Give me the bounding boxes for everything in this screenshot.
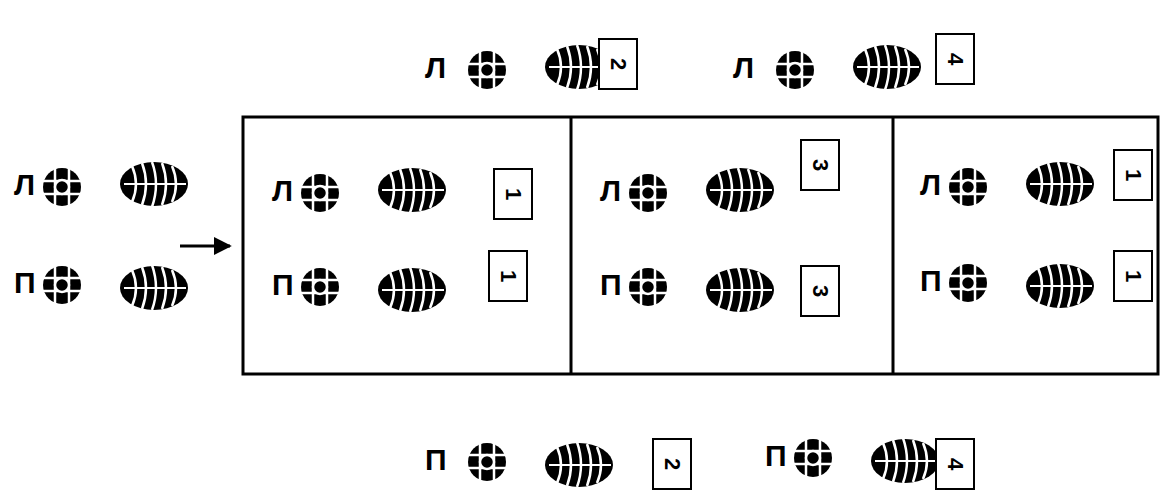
foot-letter: Л [600,176,621,206]
right-footprint [301,267,446,312]
grid-divider [570,117,573,374]
foot-letter: Л [425,53,446,83]
step-number: 1 [1122,169,1144,181]
step-number: 2 [661,458,683,470]
foot-letter: П [765,441,787,471]
direction-arrow [180,245,230,248]
left-footprint [776,45,921,90]
number-box: 2 [598,38,638,90]
step-number: 4 [944,53,966,65]
step-number: 1 [1122,270,1144,282]
left-footprint [949,162,1094,207]
number-box: 4 [935,438,975,490]
number-box: 1 [488,250,528,302]
foot-letter: П [600,270,622,300]
step-number: 1 [497,270,519,282]
number-box: 1 [493,168,533,220]
right-footprint [43,265,188,310]
foot-letter: П [425,445,447,475]
right-footprint [794,438,939,483]
number-box: 3 [800,265,840,317]
step-number: 1 [502,188,524,200]
foot-letter: Л [14,170,35,200]
left-footprint [43,162,188,207]
foot-letter: Л [733,53,754,83]
step-number: 3 [809,159,831,171]
step-number: 2 [607,58,629,70]
foot-letter: Л [272,176,293,206]
grid-frame [243,117,1158,374]
right-footprint [629,267,774,312]
number-box: 4 [935,33,975,85]
foot-letter: П [272,270,294,300]
left-footprint [629,168,774,213]
step-number: 4 [944,458,966,470]
number-box: 3 [800,139,840,191]
number-box: 1 [1113,149,1153,201]
step-number: 3 [809,285,831,297]
number-box: 1 [1113,250,1153,302]
number-box: 2 [652,438,692,490]
left-footprint [301,168,446,213]
grid-divider [892,117,895,374]
right-footprint [949,263,1094,308]
foot-letter: П [14,268,36,298]
foot-letter: Л [920,170,941,200]
foot-letter: П [920,266,942,296]
left-footprint [468,45,613,90]
right-footprint [468,442,613,487]
